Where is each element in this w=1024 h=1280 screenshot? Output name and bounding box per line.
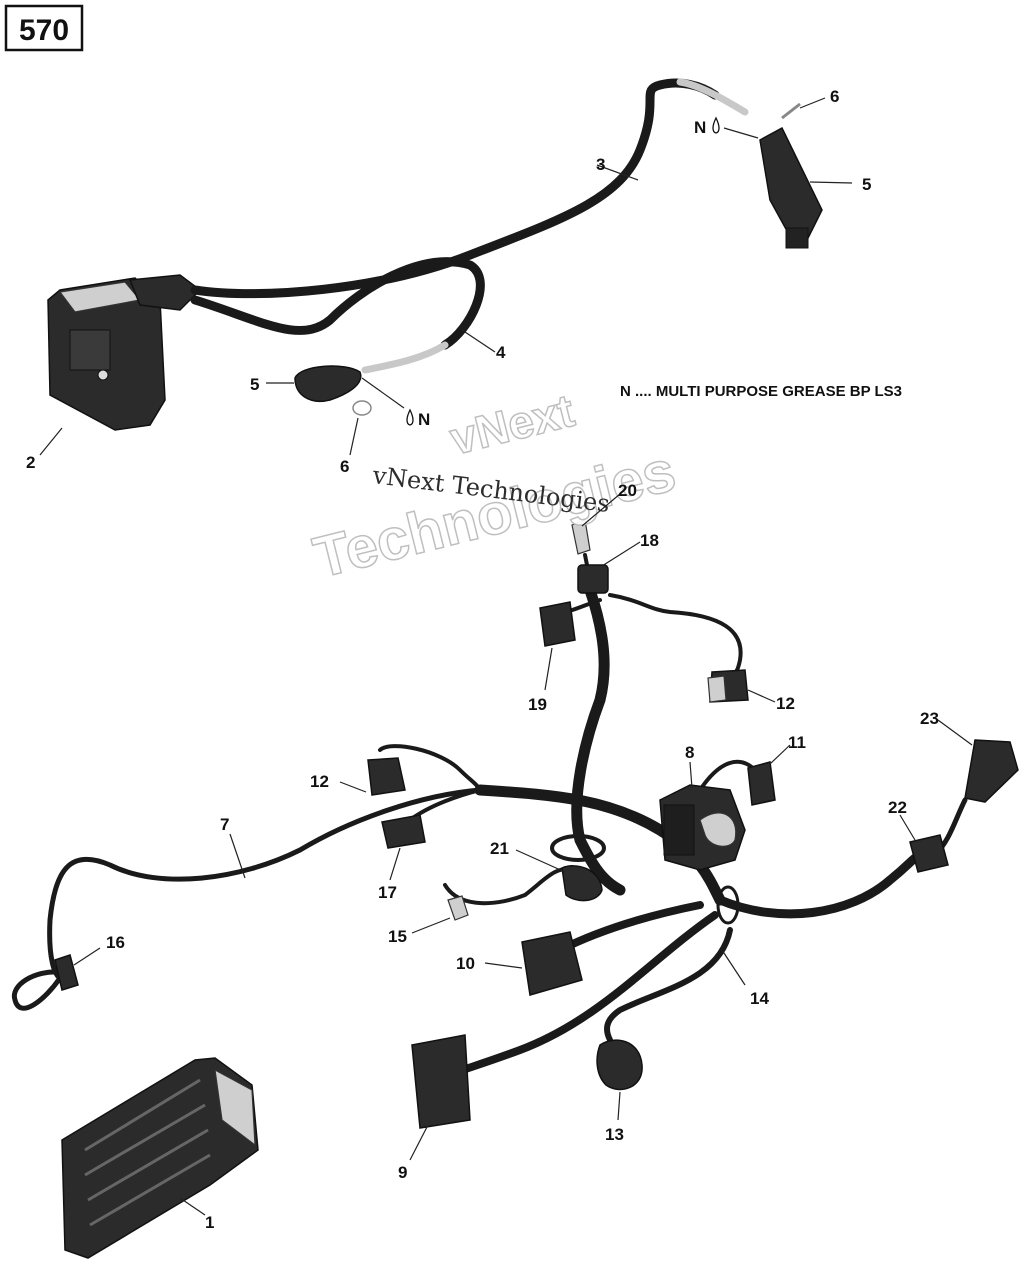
spark-plug-cap-upper	[759, 126, 823, 249]
svg-text:vNext: vNext	[445, 384, 579, 465]
grommet-20	[596, 1039, 643, 1091]
callout-6-upper: 6	[830, 87, 839, 106]
callout-labels: 6 3 5 4 5 6 2 20 18 19 12 23 11 8 12 7 2…	[26, 87, 939, 1232]
svg-text:Technologies: Technologies	[307, 438, 681, 590]
grease-symbol-lower: N	[361, 377, 430, 429]
callout-1: 1	[205, 1213, 214, 1232]
connector-12-lower	[367, 757, 406, 796]
callout-20: 13	[605, 1125, 624, 1144]
callout-13: 16	[106, 933, 125, 952]
callout-16: 19	[528, 695, 547, 714]
relay-8	[659, 784, 746, 871]
callout-3: 3	[596, 155, 605, 174]
callout-10: 10	[456, 954, 475, 973]
callout-leaders	[39, 97, 973, 1216]
connector-9	[411, 1034, 471, 1129]
connector-11	[747, 761, 776, 806]
ht-lead-3	[190, 78, 749, 299]
connector-16	[539, 601, 576, 647]
connector-18	[561, 865, 603, 902]
ht-lead-4	[190, 257, 485, 374]
connector-14	[381, 814, 426, 849]
svg-text:N: N	[418, 410, 430, 429]
callout-7: 7	[220, 815, 229, 834]
connector-12-upper	[707, 669, 749, 703]
callout-5-upper: 5	[862, 175, 871, 194]
callout-11: 11	[788, 733, 806, 752]
connector-15	[577, 564, 609, 594]
main-wiring-harness	[11, 553, 968, 1079]
callout-2: 2	[26, 453, 35, 472]
connector-22	[909, 834, 949, 873]
grease-symbol-upper: N	[694, 116, 759, 139]
callout-12-upper: 12	[776, 694, 795, 713]
callout-5-lower: 5	[250, 375, 259, 394]
spark-plug-cap-lower	[294, 365, 362, 402]
diagram-number-box: 570	[4, 4, 84, 52]
connector-10	[521, 931, 583, 996]
callout-19: 15	[388, 927, 407, 946]
ignition-coil	[47, 274, 202, 431]
callout-8: 8	[685, 743, 694, 762]
callout-14: 17	[378, 883, 397, 902]
spring-upper	[781, 102, 801, 120]
diagram-number: 570	[19, 14, 69, 47]
connector-13	[54, 954, 79, 991]
control-module	[61, 1057, 259, 1259]
grease-note: N .... MULTI PURPOSE GREASE BP LS3	[620, 383, 902, 400]
callout-17: 20	[618, 481, 637, 500]
connector-23	[964, 739, 1019, 803]
callout-21: 14	[750, 989, 769, 1008]
connector-19	[447, 895, 469, 921]
callout-18: 21	[490, 839, 509, 858]
connector-17	[571, 519, 591, 555]
callout-6-lower: 6	[340, 457, 349, 476]
svg-text:N: N	[694, 118, 706, 137]
callout-23: 23	[920, 709, 939, 728]
callout-22: 22	[888, 798, 907, 817]
callout-15: 18	[640, 531, 659, 550]
callout-4: 4	[496, 343, 506, 362]
spring-lower	[352, 400, 372, 416]
callout-9: 9	[398, 1163, 407, 1182]
callout-12-lower: 12	[310, 772, 329, 791]
